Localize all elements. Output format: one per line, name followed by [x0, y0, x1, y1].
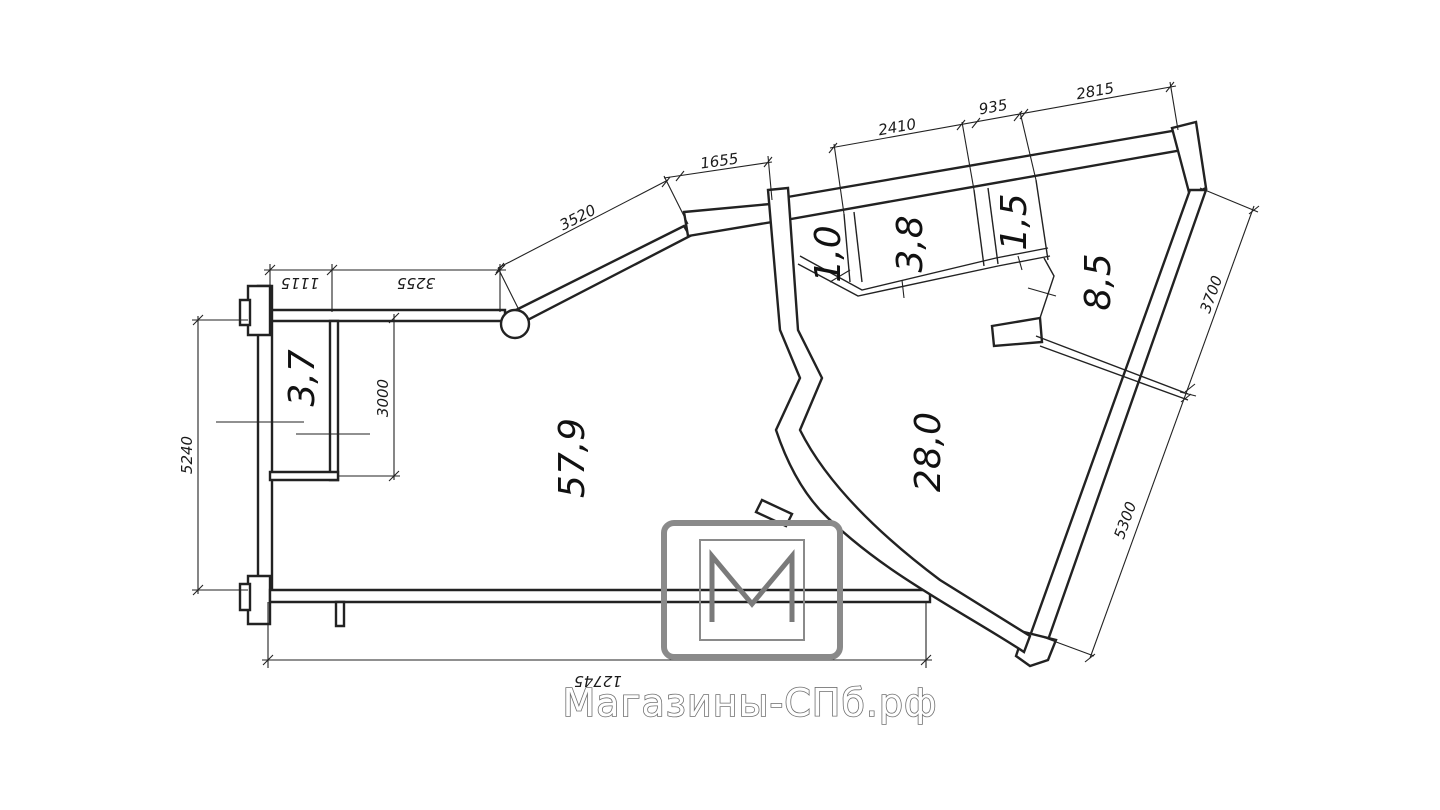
wall-top-left — [268, 308, 507, 323]
wall-room-8-5-left — [1039, 257, 1055, 319]
wall-partition-line-1 — [1035, 335, 1189, 395]
column — [499, 308, 531, 340]
dimension-lines — [192, 81, 1260, 668]
wall-small-rooms-bottom-2 — [799, 247, 1049, 291]
wall-pilaster-top — [246, 284, 272, 337]
wall-partition-line-2 — [1039, 345, 1189, 401]
room-area-1-0: 1,0 — [808, 225, 849, 282]
dim-1655: 1655 — [699, 149, 739, 172]
dim-935: 935 — [977, 96, 1008, 119]
wall-bottom-stub — [334, 600, 346, 628]
watermark-site-name: Магазины-СПб.рф — [562, 681, 937, 725]
dim-5240: 5240 — [178, 436, 196, 474]
dim-1115: 1115 — [281, 274, 319, 292]
room-area-3-8: 3,8 — [890, 215, 931, 272]
watermark-logo-frame — [661, 520, 843, 660]
wall-pilaster-bottom — [246, 574, 272, 626]
wall-pilaster-top-knob — [238, 298, 252, 327]
dim-5300: 5300 — [1110, 499, 1140, 541]
wall-room-1-5-left — [987, 187, 999, 265]
room-area-8-5: 8,5 — [1078, 253, 1119, 310]
wall-segment-1655 — [682, 202, 774, 238]
dim-12745: 12745 — [574, 672, 622, 690]
room-area-57-9: 57,9 — [552, 418, 593, 498]
wall-room-1-5-right — [1035, 179, 1049, 261]
dim-3000: 3000 — [374, 379, 392, 417]
room-area-28-0: 28,0 — [908, 412, 949, 492]
wall-closet-bottom — [268, 470, 340, 482]
wall-diagonal-1 — [510, 224, 692, 326]
room-labels: 57,9 28,0 8,5 3,8 3,7 1,5 1,0 — [282, 193, 1119, 498]
watermark: Магазины-СПб.рф — [562, 520, 937, 726]
wall-closet-right — [328, 319, 340, 482]
dim-3520: 3520 — [557, 201, 599, 234]
watermark-logo-inner — [699, 539, 805, 641]
dim-2410: 2410 — [877, 115, 918, 139]
room-area-3-7: 3,7 — [282, 349, 323, 406]
dim-2815: 2815 — [1075, 79, 1116, 103]
wall-room-3-8-right — [973, 189, 985, 267]
wall-central-partition — [766, 186, 1032, 654]
walls — [238, 120, 1208, 668]
wall-small-rooms-bottom-1 — [797, 255, 1051, 297]
dim-3255: 3255 — [397, 274, 435, 292]
wall-partition-stub — [990, 316, 1044, 348]
wall-pilaster-bottom-knob — [238, 582, 252, 612]
wall-bottom — [268, 588, 932, 604]
watermark-logo-m — [709, 549, 795, 622]
wall-top-right-column — [1170, 120, 1208, 198]
room-area-1-5: 1,5 — [994, 193, 1035, 250]
wall-room-3-8-left — [853, 211, 863, 283]
